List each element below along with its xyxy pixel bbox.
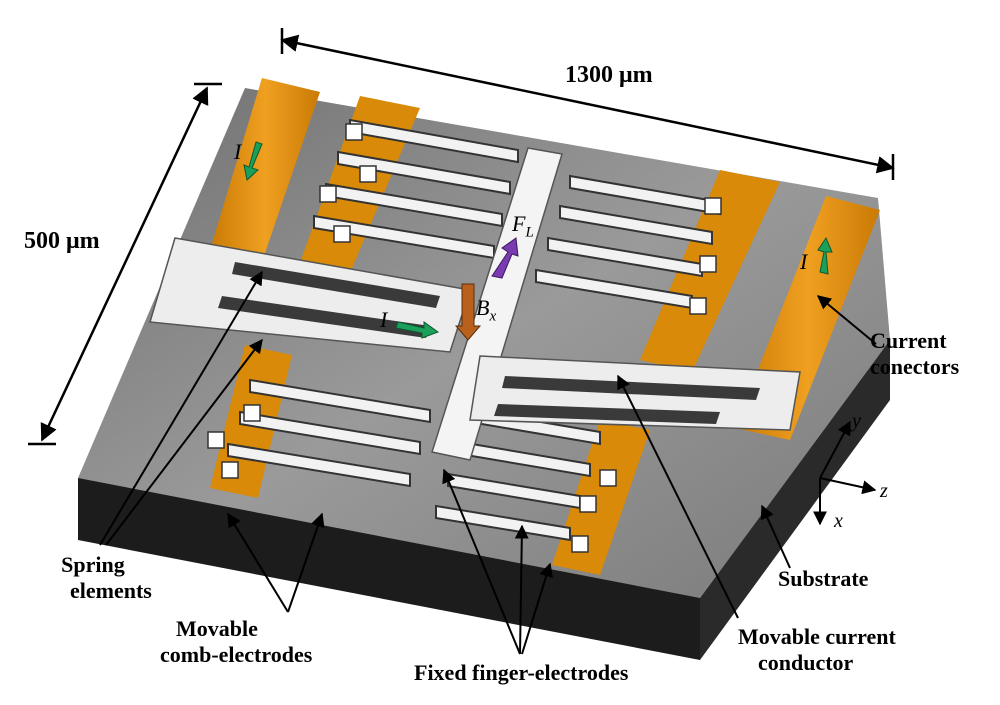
x-axis-label: x	[834, 510, 843, 532]
anchor	[359, 165, 377, 183]
substrate-side-face	[700, 340, 890, 660]
fixed-finger	[227, 442, 411, 488]
fixed-finger	[559, 204, 713, 246]
leader-lines	[99, 270, 877, 655]
spring-elements-label: Spring elements	[61, 552, 152, 603]
anchor-pads	[207, 123, 722, 553]
magnetic-field-arrow	[454, 283, 482, 341]
anchor	[704, 197, 722, 215]
movable-conductor	[149, 147, 801, 461]
spring-leader	[105, 338, 263, 546]
anchor	[571, 535, 589, 553]
substrate-leader	[760, 504, 791, 569]
z-axis-label: z	[880, 480, 888, 502]
anchor	[207, 431, 225, 449]
y-axis	[819, 420, 851, 479]
fixed-finger	[547, 236, 703, 278]
width-dimension-label: 500 μm	[24, 228, 100, 254]
current-connectors-label: Current conectors	[870, 328, 960, 379]
right-spring-slot	[494, 404, 720, 424]
fixed-leader	[514, 524, 529, 655]
fixed-leader	[521, 562, 553, 655]
anchor	[243, 404, 261, 422]
connector-leader	[816, 295, 877, 345]
current-arrow-center	[395, 321, 440, 339]
anchor	[579, 495, 597, 513]
fixed-finger	[249, 378, 431, 424]
anchor	[319, 185, 337, 203]
fixed-fingers-label: Fixed finger-electrodes	[414, 660, 629, 685]
comb-leader	[227, 512, 289, 613]
anchor	[599, 469, 617, 487]
lorentz-force-arrow	[491, 237, 519, 279]
current-symbol-right: I	[800, 249, 808, 274]
z-axis	[819, 477, 877, 495]
dimension-lines	[28, 28, 895, 446]
anchor	[699, 255, 717, 273]
spring-leader	[99, 270, 263, 546]
anchor	[345, 123, 363, 141]
movable-conductor-label: Movable current conductor	[738, 624, 896, 675]
anchor	[689, 297, 707, 315]
anchor	[333, 225, 351, 243]
y-axis-label: y	[852, 410, 861, 432]
lorentz-force-symbol: FL	[512, 211, 534, 241]
comb-leader	[287, 512, 325, 613]
magnetic-field-symbol: Bx	[476, 295, 497, 325]
conductor-leader	[617, 374, 739, 619]
right-spring-slot	[502, 376, 760, 400]
length-dimension-label: 1300 μm	[565, 62, 653, 88]
width-dimension-line	[40, 86, 209, 442]
fixed-finger	[435, 504, 571, 542]
length-dimension-line	[280, 34, 895, 174]
fixed-leader	[442, 468, 521, 655]
current-symbol-center: I	[380, 307, 388, 332]
left-spring-slot	[218, 296, 430, 338]
anchor	[221, 461, 239, 479]
current-arrow-left	[243, 141, 263, 181]
physics-arrows	[243, 141, 833, 341]
current-arrow-right	[817, 236, 833, 275]
substrate-label: Substrate	[778, 566, 869, 591]
coordinate-axes	[813, 420, 877, 526]
current-symbol-left: I	[234, 139, 242, 164]
left-spring-slot	[232, 262, 440, 308]
fixed-finger	[239, 410, 421, 456]
movable-comb-label: Movable comb-electrodes	[160, 616, 313, 667]
